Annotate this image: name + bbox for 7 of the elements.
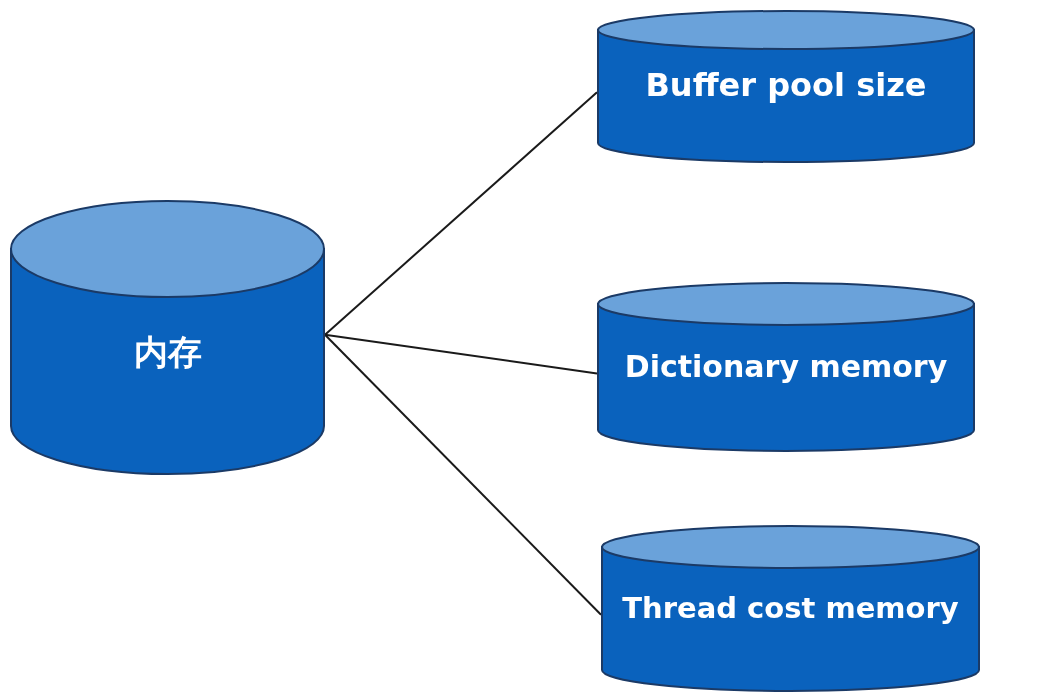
node-label: Buffer pool size xyxy=(644,66,928,105)
node-label: Dictionary memory xyxy=(623,349,949,384)
node-label: 内存 xyxy=(132,331,203,375)
connector-line xyxy=(324,333,598,375)
node-label: Thread cost memory xyxy=(621,591,960,626)
connector-line xyxy=(324,333,602,616)
connector-line xyxy=(324,91,598,336)
